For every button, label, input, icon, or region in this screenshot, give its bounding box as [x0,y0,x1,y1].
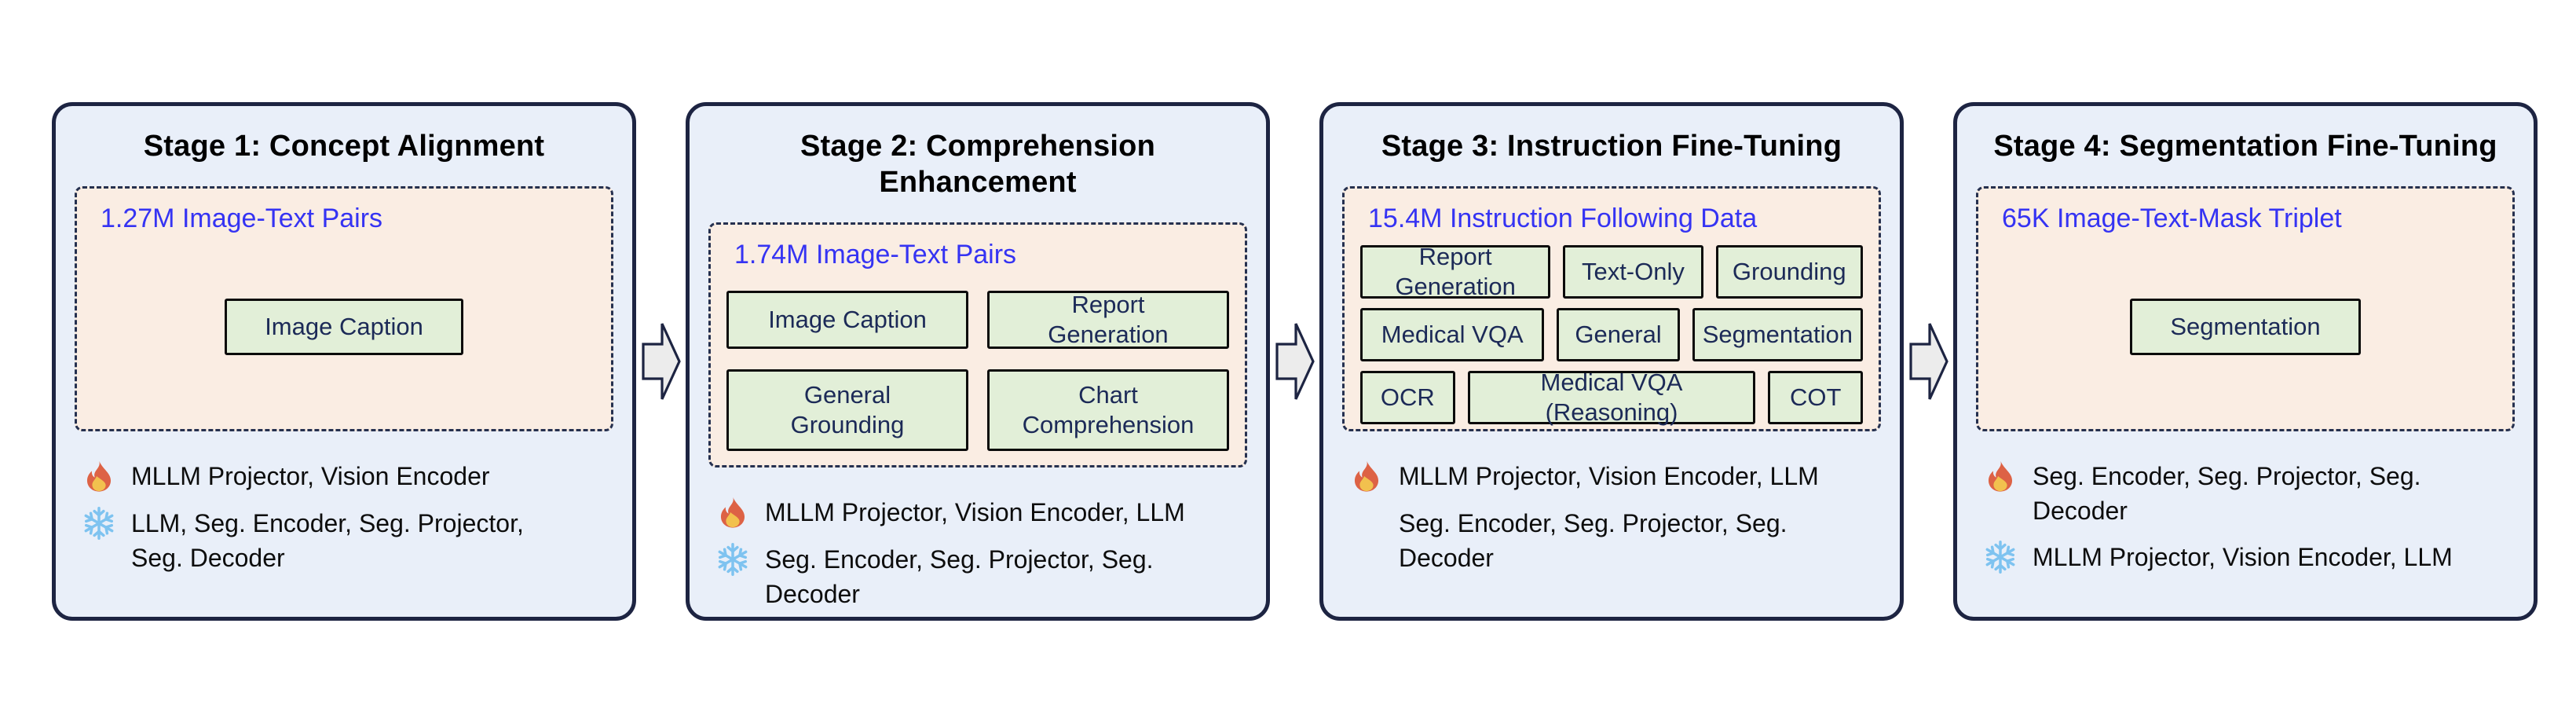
task-chip: Medical VQA (Reasoning) [1467,368,1756,426]
frozen-modules: LLM, Seg. Encoder, Seg. Projector, Seg. … [131,509,524,572]
fire-icon [1348,458,1385,494]
fire-icon [81,458,117,494]
fire-icon [1982,458,2018,494]
snowflake-icon [1982,539,2018,575]
frozen-row: MLLM Projector, Vision Encoder, LLM [1982,539,2515,575]
dataset-label: 65K Image-Text-Mask Triplet [2002,204,2342,233]
pipeline-diagram: Stage 1: Concept Alignment 1.27M Image-T… [52,102,2576,621]
frozen-row: Seg. Encoder, Seg. Projector, Seg. Decod… [715,541,1247,611]
trainable-modules: Seg. Encoder, Seg. Projector, Seg. Decod… [2033,462,2421,525]
dataset-box: 15.4M Instruction Following Data Report … [1342,186,1881,431]
trainable-modules: MLLM Projector, Vision Encoder, LLM [765,498,1185,526]
legend-indent-spacer [1348,505,1385,541]
frozen-modules: MLLM Projector, Vision Encoder, LLM [2033,543,2453,571]
dataset-label: 15.4M Instruction Following Data [1368,204,1758,233]
task-chip: Image Caption [726,291,968,349]
trainable-modules: MLLM Projector, Vision Encoder, LLM [1399,462,1819,490]
task-chip: Grounding [1715,245,1863,299]
stage-card-4: Stage 4: Segmentation Fine-Tuning 65K Im… [1953,102,2538,621]
task-chip: General [1557,308,1680,361]
stage-arrow-2 [1270,102,1319,621]
task-chip: Medical VQA [1360,308,1545,361]
trainable-row: MLLM Projector, Vision Encoder, LLM [1348,458,1881,494]
task-chip: OCR [1360,371,1455,424]
legend: MLLM Projector, Vision Encoder [81,458,613,575]
trainable-row: Seg. Encoder, Seg. Projector, Seg. Decod… [1982,458,2515,528]
legend: MLLM Projector, Vision Encoder, LLM Seg.… [1348,458,1881,575]
task-chip: COT [1768,371,1863,424]
task-chip: Image Caption [225,299,463,355]
frozen-modules: Seg. Encoder, Seg. Projector, Seg. Decod… [765,545,1154,608]
task-chip: Report Generation [1360,243,1551,300]
stage-title: Stage 1: Concept Alignment [143,130,545,163]
task-chip: Text-Only [1563,245,1703,299]
dataset-label: 1.27M Image-Text Pairs [101,204,383,233]
dataset-box: 1.27M Image-Text Pairs Image Caption [75,186,613,431]
trainable-row-continued: Seg. Encoder, Seg. Projector, Seg. Decod… [1348,505,1881,575]
snowflake-icon [81,505,117,541]
stage-card-3: Stage 3: Instruction Fine-Tuning 15.4M I… [1319,102,1904,621]
stage-card-1: Stage 1: Concept Alignment 1.27M Image-T… [52,102,636,621]
fire-icon [715,494,751,530]
trainable-modules: MLLM Projector, Vision Encoder [131,462,490,490]
right-arrow-icon [641,323,681,400]
stage-title: Stage 4: Segmentation Fine-Tuning [1993,130,2497,163]
frozen-row: LLM, Seg. Encoder, Seg. Projector, Seg. … [81,505,613,575]
trainable-row: MLLM Projector, Vision Encoder [81,458,613,494]
legend: MLLM Projector, Vision Encoder, LLM [715,494,1247,611]
task-chip: Segmentation [1692,308,1863,361]
stage-title: Stage 2: Comprehension Enhancement [800,130,1156,199]
dataset-label: 1.74M Image-Text Pairs [734,240,1017,270]
trainable-row: MLLM Projector, Vision Encoder, LLM [715,494,1247,530]
stage-arrow-1 [636,102,686,621]
stage-title: Stage 3: Instruction Fine-Tuning [1381,130,1842,163]
task-chip: General Grounding [726,369,968,451]
task-chip: Report Generation [987,291,1229,349]
right-arrow-icon [1908,323,1948,400]
dataset-box: 1.74M Image-Text Pairs Image Caption Rep… [708,222,1247,468]
stage-card-2: Stage 2: Comprehension Enhancement 1.74M… [686,102,1270,621]
legend: Seg. Encoder, Seg. Projector, Seg. Decod… [1982,458,2515,575]
right-arrow-icon [1275,323,1315,400]
task-chip: Chart Comprehension [987,369,1229,451]
trainable-modules-continued: Seg. Encoder, Seg. Projector, Seg. Decod… [1399,509,1787,572]
task-chip: Segmentation [2130,299,2361,355]
stage-arrow-3 [1904,102,1953,621]
snowflake-icon [715,541,751,578]
dataset-box: 65K Image-Text-Mask Triplet Segmentation [1976,186,2515,431]
